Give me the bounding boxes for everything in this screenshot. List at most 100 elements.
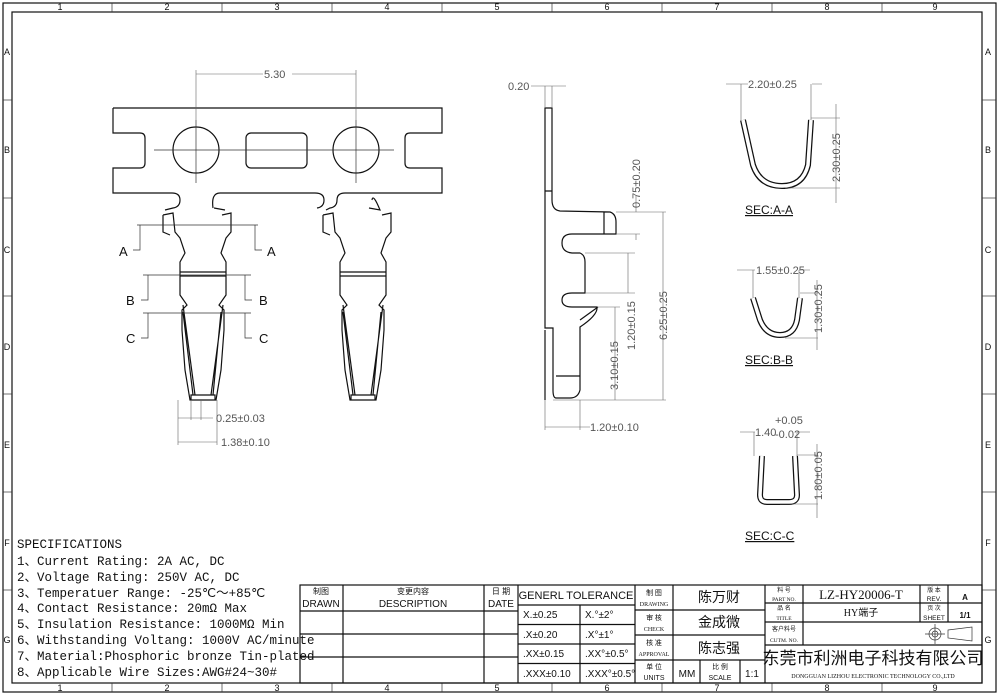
tolerance-linear: X.±0.25 xyxy=(523,610,558,621)
part-no-label: PART NO. xyxy=(772,597,796,603)
col-label: 4 xyxy=(384,683,389,693)
section-label-a: A xyxy=(267,244,276,259)
tolerance-title: GENERL TOLERANCE xyxy=(519,590,634,602)
col-label: 8 xyxy=(824,2,829,12)
col-label: 1 xyxy=(57,2,62,12)
spec-item: 2、Voltage Rating: 250V AC, DC xyxy=(17,571,240,585)
col-label: 4 xyxy=(384,2,389,12)
units-label: UNITS xyxy=(644,675,665,682)
zone-markers xyxy=(3,3,996,692)
drawn-label: DRAWN xyxy=(302,599,339,610)
company-name-en: DONGGUAN LIZHOU ELECTRONIC TECHNOLOGY CO… xyxy=(791,674,955,680)
rev-value: A xyxy=(962,593,968,602)
dim-a-height: 2.30±0.25 xyxy=(831,133,843,182)
section-title-b: SEC:B-B xyxy=(745,353,793,367)
tolerance-angular: .X°±1° xyxy=(585,630,614,641)
dim-b-width: 1.55±0.25 xyxy=(756,265,805,277)
dim-pitch: 5.30 xyxy=(264,69,285,81)
row-label: C xyxy=(4,245,11,255)
col-label: 9 xyxy=(932,2,937,12)
customer-no-label: CUTM. NO. xyxy=(770,638,799,644)
dim-thickness: 0.20 xyxy=(508,81,529,93)
col-label: 3 xyxy=(274,2,279,12)
sheet-label: SHEET xyxy=(923,615,945,622)
dim-c-width: 1.40 xyxy=(755,427,776,439)
approval-name: 陈志强 xyxy=(698,640,740,657)
dimensions-side xyxy=(531,85,666,430)
terminal-side-profile xyxy=(544,107,617,400)
check-name: 金成微 xyxy=(698,615,740,631)
title-block: 制图 DRAWN 变更内容 DESCRIPTION 日 期 DATE GENER… xyxy=(299,584,984,684)
section-b-b: 1.55±0.25 1.30±0.25 SEC:B-B xyxy=(737,265,825,367)
row-label: A xyxy=(985,47,991,57)
drawing-cn: 制 图 xyxy=(646,588,662,597)
row-label: F xyxy=(4,538,10,548)
scale-label: SCALE xyxy=(709,675,732,682)
terminal-right xyxy=(322,212,392,401)
row-labels: A B C D E F G A B C D E F G xyxy=(3,47,991,645)
terminal-left xyxy=(162,212,232,401)
front-view: A A B B C C 5.30 0.25±0.03 1.38±0.10 xyxy=(112,69,443,449)
section-labels: A A B B C C xyxy=(119,244,276,346)
col-label: 8 xyxy=(824,683,829,693)
approvals: 制 图 DRAWING 陈万财 审 核 CHECK 金成微 核 准 APPROV… xyxy=(639,588,760,682)
dim-a-width: 2.20±0.25 xyxy=(748,79,797,91)
customer-no-cn: 客户料号 xyxy=(772,625,796,633)
approval-cn: 核 准 xyxy=(646,638,662,647)
projection-symbol-icon xyxy=(925,624,973,644)
title-label: TITLE xyxy=(776,616,792,622)
tolerance-angular: .XXX°±0.5° xyxy=(585,669,635,680)
row-label: F xyxy=(985,538,991,548)
tolerance-linear: .XX±0.15 xyxy=(523,649,565,660)
section-label-c: C xyxy=(259,331,268,346)
spec-item: 8、Applicable Wire Sizes:AWG#24~30# xyxy=(17,666,278,680)
scale-value: 1:1 xyxy=(745,669,759,680)
spec-item: 4、Contact Resistance: 20mΩ Max xyxy=(17,602,247,616)
spec-item: 1、Current Rating: 2A AC, DC xyxy=(17,555,225,569)
row-label: D xyxy=(4,342,11,352)
revision-table: 制图 DRAWN 变更内容 DESCRIPTION 日 期 DATE xyxy=(302,586,514,610)
tolerance-linear: .X±0.20 xyxy=(523,630,558,641)
rev-cn: 版 本 xyxy=(927,586,941,594)
col-label: 3 xyxy=(274,683,279,693)
drawn-cn: 制图 xyxy=(313,586,329,596)
side-view: 0.20 0.75±0.20 6.25±0.25 1.20±0.15 3.10±… xyxy=(508,81,670,434)
row-label: E xyxy=(985,440,991,450)
section-label-c: C xyxy=(126,331,135,346)
col-label: 7 xyxy=(714,683,719,693)
tolerance-linear: .XXX±0.10 xyxy=(523,669,571,680)
dim-3-10: 3.10±0.15 xyxy=(609,341,621,390)
col-label: 6 xyxy=(604,683,609,693)
section-label-b: B xyxy=(259,293,268,308)
approval-label: APPROVAL xyxy=(639,652,670,658)
date-cn: 日 期 xyxy=(492,587,510,596)
tolerance-table: GENERL TOLERANCE X.±0.25 .X±0.20 .XX±0.1… xyxy=(519,590,636,680)
part-title: HY端子 xyxy=(844,606,878,619)
rev-label: REV. xyxy=(927,596,942,603)
row-label: B xyxy=(4,145,10,155)
col-label: 5 xyxy=(494,2,499,12)
col-label: 2 xyxy=(164,683,169,693)
col-label: 2 xyxy=(164,2,169,12)
section-title-a: SEC:A-A xyxy=(745,203,793,217)
sheet-value: 1/1 xyxy=(959,611,971,620)
tolerance-angular: X.°±2° xyxy=(585,610,614,621)
description-cn: 变更内容 xyxy=(397,586,429,596)
dimensions-front xyxy=(177,70,357,445)
section-c-c: 1.40 +0.05 -0.02 1.80±0.05 SEC:C-C xyxy=(740,415,825,543)
dim-c-tol-minus: -0.02 xyxy=(775,429,800,441)
spec-title: SPECIFICATIONS xyxy=(17,538,122,552)
spec-item: 5、Insulation Resistance: 1000MΩ Min xyxy=(17,618,285,632)
col-label: 5 xyxy=(494,683,499,693)
section-label-a: A xyxy=(119,244,128,259)
title-cn: 品 名 xyxy=(777,604,791,612)
dim-0-75: 0.75±0.20 xyxy=(631,159,643,208)
part-number: LZ-HY20006-T xyxy=(819,587,903,602)
spec-item: 3、Temperatuer Range: -25℃～+85℃ xyxy=(17,587,265,601)
check-label: CHECK xyxy=(644,627,665,633)
row-label: G xyxy=(3,635,10,645)
sheet-cn: 页 次 xyxy=(927,604,941,612)
carrier-strip xyxy=(112,107,443,211)
